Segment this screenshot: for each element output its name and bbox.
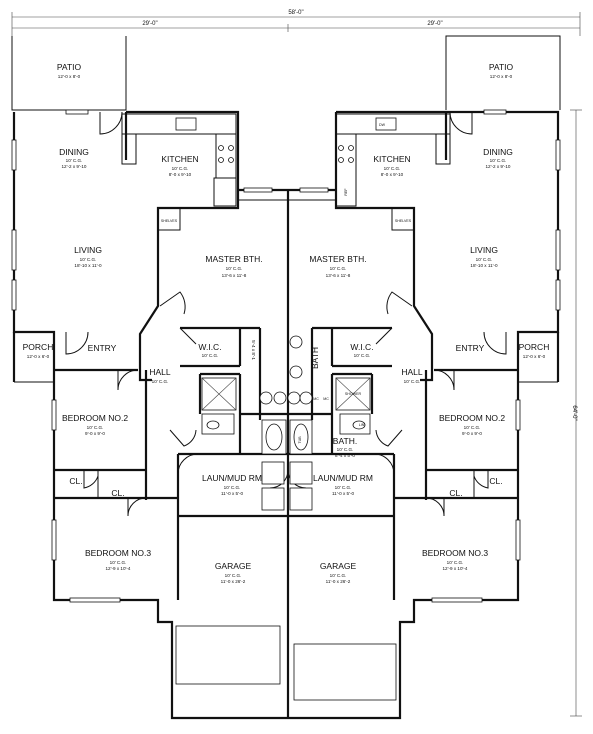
left-dining-ceiling: 10' C.G. <box>66 158 83 163</box>
right-master-bath-size: 13'-6 x 11'-8 <box>326 273 351 278</box>
right-ref-label: REF <box>344 188 348 196</box>
left-laundry-label: LAUN/MUD RM <box>202 473 262 483</box>
left-living-size: 18'-10 x 11'-0 <box>74 263 102 268</box>
right-kitchen-label: KITCHEN <box>373 154 410 164</box>
left-bedroom3-label: BEDROOM NO.3 <box>85 548 151 558</box>
left-master-bath-label: MASTER BTH. <box>205 254 262 264</box>
right-dining-label: DINING <box>483 147 513 157</box>
right-bath-vertical-label: BATH <box>310 347 320 369</box>
right-shelves-label: SHELVES <box>395 219 412 223</box>
doors <box>65 111 507 517</box>
right-porch-label: PORCH <box>519 342 550 352</box>
right-dining-ceiling: 10' C.G. <box>490 158 507 163</box>
right-master-bath-label: MASTER BTH. <box>309 254 366 264</box>
right-shower-label: SHOWER <box>345 392 362 396</box>
left-laundry-size: 11'-0 x 5'-0 <box>221 491 244 496</box>
right-mc2-label: MC <box>323 397 329 401</box>
left-kitchen-label: KITCHEN <box>161 154 198 164</box>
left-laundry-ceiling: 10' C.G. <box>224 485 241 490</box>
right-closet-a-label: CL. <box>489 476 502 486</box>
right-living-label: LIVING <box>470 245 498 255</box>
right-bedroom3-label: BEDROOM NO.3 <box>422 548 488 558</box>
right-porch-size: 12'-0 x 6'-0 <box>523 354 546 359</box>
left-wic-size: 5'-4 x 8'-1 <box>251 340 256 360</box>
left-bedroom2-ceiling: 10' C.G. <box>87 425 104 430</box>
right-hall-label: HALL <box>401 367 423 377</box>
right-bath-size: 8'-4 x 5'-0 <box>335 453 355 458</box>
left-width-dim: 29'-0" <box>142 21 157 27</box>
left-porch-label: PORCH <box>23 342 54 352</box>
left-hall-ceiling: 10' C.G. <box>152 379 169 384</box>
left-garage-ceiling: 10' C.G. <box>225 573 242 578</box>
overall-depth-dim: 64'-0" <box>571 405 577 420</box>
right-entry-label: ENTRY <box>456 343 485 353</box>
right-fixtures <box>287 113 451 701</box>
right-bedroom3-size: 12'-9 x 10'-4 <box>443 566 468 571</box>
left-dining-size: 12'-2 x 9'-10 <box>62 164 87 169</box>
right-bedroom2-label: BEDROOM NO.2 <box>439 413 505 423</box>
exterior-walls <box>11 35 561 720</box>
left-wic-ceiling: 10' C.G. <box>202 353 219 358</box>
right-kitchen-ceiling: 10' C.G. <box>384 166 401 171</box>
left-garage-label: GARAGE <box>215 561 252 571</box>
left-master-bath-size: 13'-6 x 11'-8 <box>222 273 247 278</box>
left-patio-size: 12'-0 x 8'-0 <box>58 74 81 79</box>
right-garage-label: GARAGE <box>320 561 357 571</box>
left-dining-label: DINING <box>59 147 89 157</box>
left-master-bath-ceiling: 10' C.G. <box>226 266 243 271</box>
left-entry-label: ENTRY <box>88 343 117 353</box>
left-bedroom2-label: BEDROOM NO.2 <box>62 413 128 423</box>
left-living-label: LIVING <box>74 245 102 255</box>
dimension-lines: 58'-0" 29'-0" 29'-0" 64'-0" <box>11 10 582 717</box>
left-bedroom3-size: 12'-9 x 10'-4 <box>106 566 131 571</box>
right-width-dim: 29'-0" <box>427 21 442 27</box>
right-bath-ceiling: 10' C.G. <box>337 447 354 452</box>
right-bedroom3-ceiling: 10' C.G. <box>447 560 464 565</box>
right-bedroom2-size: 9'-0 x 9'-0 <box>462 431 482 436</box>
right-lin-label: LIN. <box>359 423 366 427</box>
right-garage-ceiling: 10' C.G. <box>330 573 347 578</box>
left-closet-b-label: CL. <box>111 488 124 498</box>
right-patio-size: 12'-0 x 8'-0 <box>490 74 513 79</box>
right-laundry-size: 11'-0 x 5'-0 <box>332 491 355 496</box>
left-living-ceiling: 10' C.G. <box>80 257 97 262</box>
right-master-bath-ceiling: 10' C.G. <box>330 266 347 271</box>
right-bath-label: BATH. <box>333 436 357 446</box>
right-mc1-label: MC <box>313 397 319 401</box>
windows <box>11 109 561 603</box>
right-garage-size: 11'-0 x 26'-2 <box>326 579 351 584</box>
right-patio-label: PATIO <box>489 62 514 72</box>
left-wic-label: W.I.C. <box>198 342 221 352</box>
left-bedroom2-size: 9'-0 x 9'-0 <box>85 431 105 436</box>
right-dw-label: DW <box>379 123 386 127</box>
right-wic-ceiling: 10' C.G. <box>354 353 371 358</box>
left-patio-label: PATIO <box>57 62 82 72</box>
right-laundry-label: LAUN/MUD RM <box>313 473 373 483</box>
right-tub-label: TUB <box>298 436 302 444</box>
right-closet-b-label: CL. <box>449 488 462 498</box>
overall-width-dim: 58'-0" <box>288 10 303 16</box>
left-hall-label: HALL <box>149 367 171 377</box>
right-kitchen-size: 8'-0 x 9'-10 <box>381 172 404 177</box>
right-wic-label: W.I.C. <box>350 342 373 352</box>
right-hall-ceiling: 10' C.G. <box>404 379 421 384</box>
left-garage-size: 11'-0 x 26'-2 <box>221 579 246 584</box>
right-unit-labels: PATIO 12'-0 x 8'-0 DINING 10' C.G. 12'-2… <box>298 62 549 584</box>
left-kitchen-ceiling: 10' C.G. <box>172 166 189 171</box>
left-kitchen-size: 8'-0 x 9'-10 <box>169 172 192 177</box>
left-bedroom3-ceiling: 10' C.G. <box>110 560 127 565</box>
left-shelves-label: SHELVES <box>161 219 178 223</box>
right-living-ceiling: 10' C.G. <box>476 257 493 262</box>
right-living-size: 18'-10 x 11'-0 <box>470 263 498 268</box>
right-laundry-ceiling: 10' C.G. <box>335 485 352 490</box>
right-bedroom2-ceiling: 10' C.G. <box>464 425 481 430</box>
left-porch-size: 12'-0 x 6'-0 <box>27 354 50 359</box>
left-unit-labels: PATIO 12'-0 x 8'-0 DINING 10' C.G. 12'-2… <box>23 62 263 584</box>
left-closet-a-label: CL. <box>69 476 82 486</box>
right-dining-size: 12'-2 x 9'-10 <box>486 164 511 169</box>
left-fixtures <box>121 113 287 685</box>
